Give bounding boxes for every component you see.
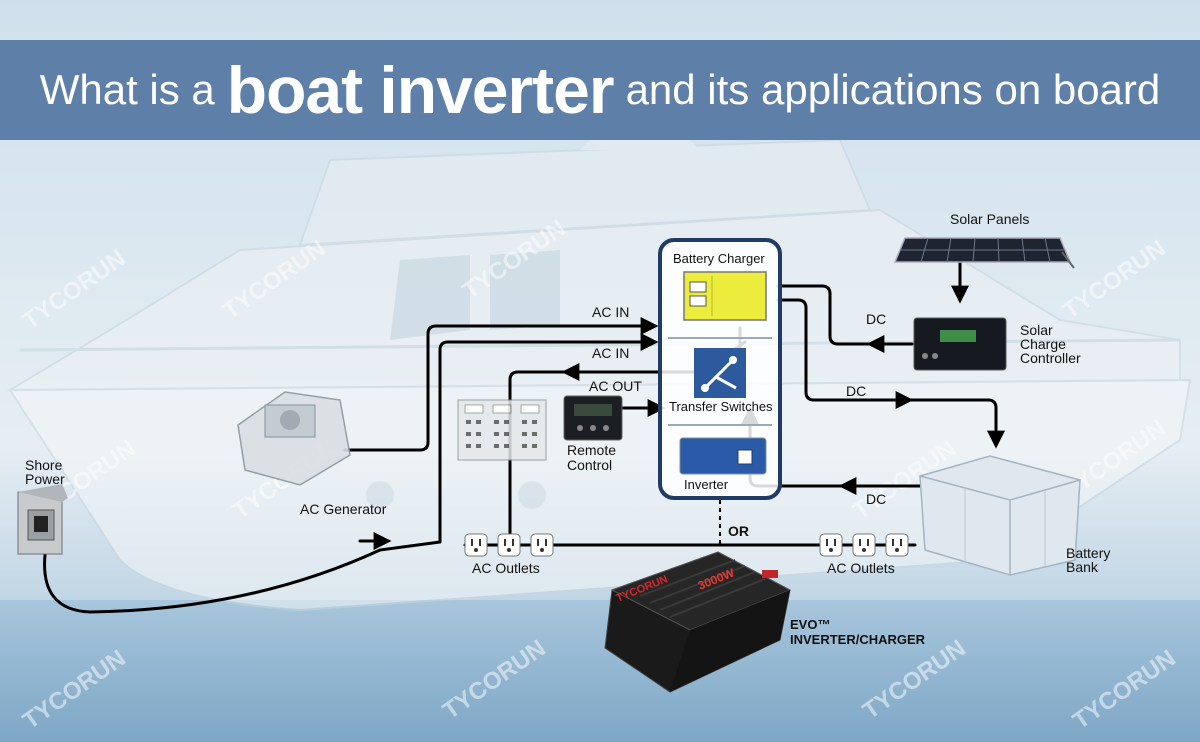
label-solar-panels: Solar Panels: [950, 211, 1030, 227]
label-dc-2: DC: [846, 383, 867, 399]
remote-control-device: [563, 395, 623, 441]
ac-outlets-left: [464, 533, 554, 557]
shore-power-box: [17, 484, 68, 555]
label-dc-1: DC: [866, 311, 887, 327]
outlet-icon: [852, 533, 876, 557]
transfer-switch-unit: [694, 348, 746, 398]
label-shore-power: Shore Power: [25, 457, 65, 487]
label-inverter: Inverter: [684, 477, 729, 492]
label-ac-outlets-left: AC Outlets: [472, 560, 540, 576]
label-ac-outlets-right: AC Outlets: [827, 560, 895, 576]
title-emphasis: boat inverter: [226, 53, 615, 127]
outlet-icon: [497, 533, 521, 557]
outlet-icon: [885, 533, 909, 557]
label-ac-out: AC OUT: [589, 378, 642, 394]
label-solar-charge-controller: Solar Charge Controller: [1020, 322, 1081, 366]
outlet-icon: [530, 533, 554, 557]
battery-charger-unit: [683, 271, 767, 321]
ac-distribution-panel: [457, 399, 547, 461]
label-ac-generator: AC Generator: [300, 501, 387, 517]
label-battery-bank: Battery Bank: [1066, 545, 1111, 575]
solar-charge-controller: [913, 317, 1007, 371]
label-battery-charger: Battery Charger: [673, 251, 765, 266]
title-suffix: and its applications on board: [625, 66, 1161, 113]
label-evo-subtitle: INVERTER/CHARGER: [790, 632, 926, 647]
sea: [0, 600, 1200, 742]
solar-panel: [893, 237, 1075, 269]
label-ac-in-1: AC IN: [592, 304, 630, 320]
label-transfer-switches: Transfer Switches: [669, 399, 773, 414]
inverter-unit: [679, 437, 767, 475]
evo-inverter-product: TYCORUN 3000W: [604, 551, 792, 693]
battery-bank: [919, 455, 1081, 576]
label-or: OR: [728, 523, 749, 539]
outlet-icon: [819, 533, 843, 557]
title-banner: What is a boat inverter and its applicat…: [0, 40, 1200, 140]
label-dc-3: DC: [866, 491, 887, 507]
title-prefix: What is a: [39, 66, 215, 113]
wiring: [43, 260, 1005, 614]
label-remote-control: Remote Control: [567, 442, 617, 473]
ac-generator: [237, 391, 351, 486]
label-ac-in-2: AC IN: [592, 345, 630, 361]
label-evo-title: EVO™: [790, 617, 831, 632]
outlet-icon: [464, 533, 488, 557]
ac-outlets-right: [819, 533, 909, 557]
